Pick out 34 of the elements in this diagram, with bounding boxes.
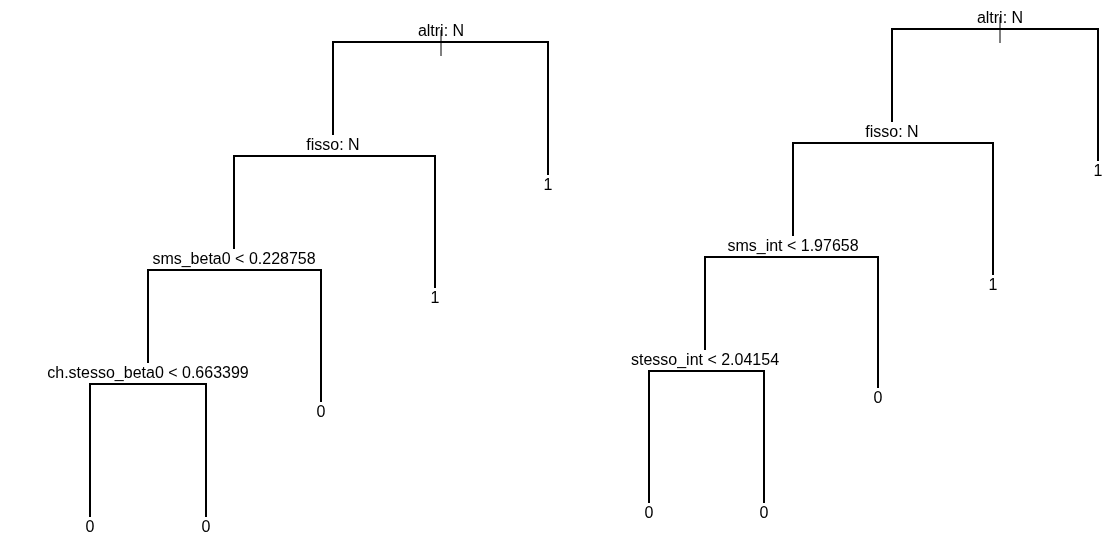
split-label: sms_beta0 < 0.228758: [152, 250, 316, 268]
leaf-label: 1: [988, 276, 998, 294]
leaf-label: 1: [1093, 162, 1103, 180]
tree-branch: [147, 383, 207, 518]
tree-branch: [704, 370, 765, 504]
leaf-label: 0: [759, 504, 769, 522]
tree-branch: [233, 269, 322, 403]
tree-branch: [440, 41, 549, 176]
tree-branch: [704, 256, 794, 351]
tree-branch: [233, 155, 334, 250]
tree-branch: [999, 28, 1099, 162]
split-label: fisso: N: [865, 123, 919, 141]
leaf-label: 0: [873, 389, 883, 407]
split-label: ch.stesso_beta0 < 0.663399: [47, 364, 249, 382]
leaf-label: 0: [644, 504, 654, 522]
split-label: altri: N: [976, 9, 1024, 27]
tree-branch: [648, 370, 706, 504]
tree-branch: [147, 269, 235, 364]
tree-branch: [891, 28, 1001, 123]
split-label: stesso_int < 2.04154: [630, 351, 780, 369]
leaf-label: 1: [543, 176, 553, 194]
tree-branch: [792, 142, 893, 237]
tree-branch: [89, 383, 149, 518]
split-label: altri: N: [417, 22, 465, 40]
leaf-label: 0: [316, 403, 326, 421]
tree-branch: [332, 155, 436, 289]
tree-branch: [332, 41, 442, 136]
tree-branch: [891, 142, 994, 276]
leaf-label: 0: [201, 518, 211, 535]
split-label: sms_int < 1.97658: [727, 237, 859, 255]
split-label: fisso: N: [306, 136, 360, 154]
leaf-label: 0: [85, 518, 95, 535]
leaf-label: 1: [430, 289, 440, 307]
tree-branch: [792, 256, 879, 389]
